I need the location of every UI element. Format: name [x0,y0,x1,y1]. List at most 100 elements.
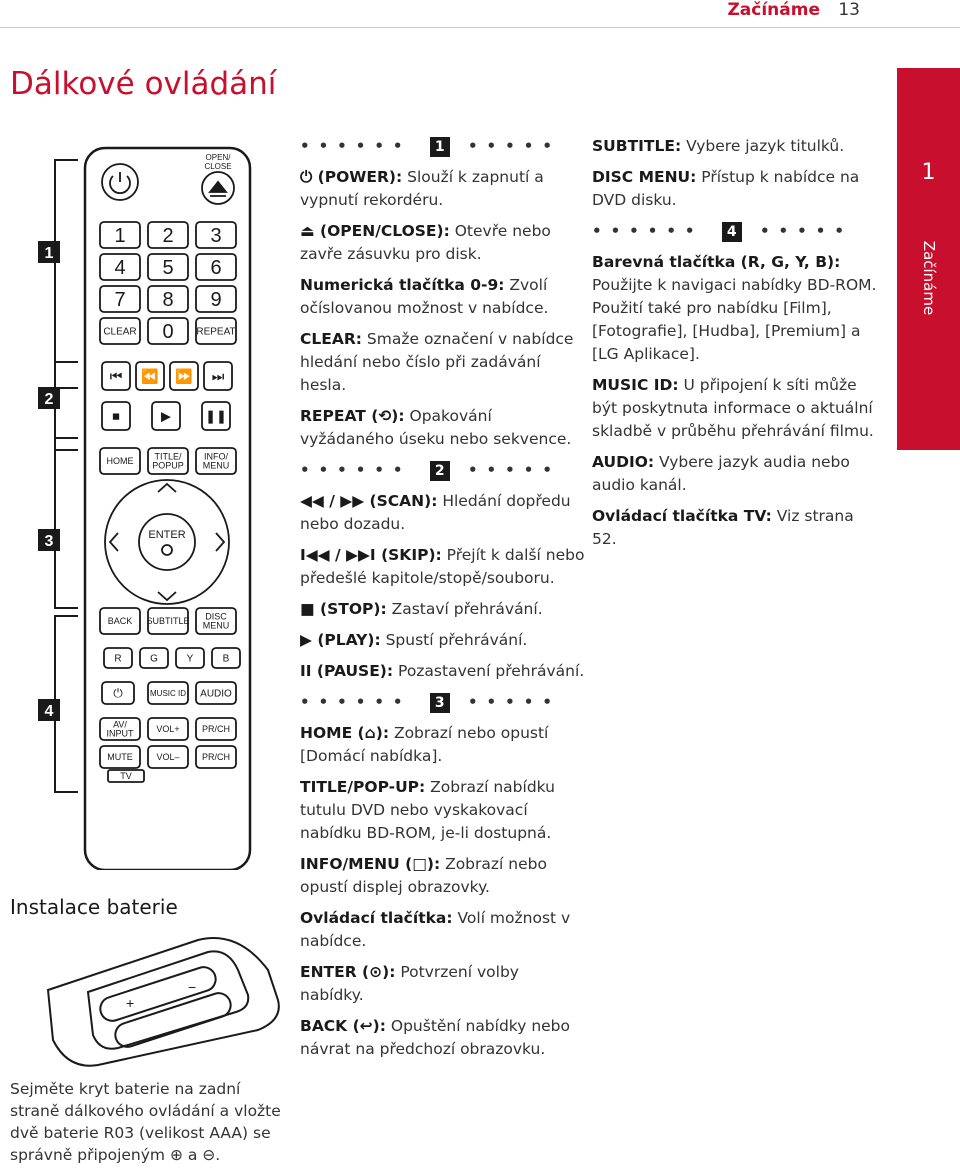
desc-item-desc: Hledání dopředu nebo dozadu. [300,492,571,533]
transport-button-label: ⏩ [175,368,192,385]
menu-button-label: SUBTITLE [146,616,189,626]
chapter-label: Začínáme [920,240,938,316]
desc-item: Ovládací tlačítka TV: Viz strana 52. [592,505,882,551]
numpad-button [99,285,141,313]
power-button [101,163,139,201]
numpad-button [147,317,189,345]
tv-button-label: PR/CH [202,724,230,734]
color-button [211,647,241,669]
tv-button-label: MUTE [107,752,133,762]
bracket-marker-label: 4 [45,703,54,720]
desc-item-term: REPEAT (⟲): [300,407,405,425]
page-title: Dálkové ovládání [10,66,277,102]
tv-button-label: VOL+ [156,724,179,734]
tv-button [99,745,141,769]
color-button [139,647,169,669]
open-close-label: CLOSE [204,162,231,171]
desc-item-term: ⏻ (POWER): [300,168,403,186]
desc-item-desc: Přejít k další nebo předešlé kapitole/st… [300,546,585,587]
transport-button [101,401,131,431]
menu-button [147,447,189,475]
header-divider [0,27,960,28]
transport-button-label: ▶ [161,409,171,424]
bracket-marker-label: 3 [45,533,54,550]
desc-item-term: Ovládací tlačítka TV: [592,507,772,525]
desc-item-desc: Zvolí očíslovanou možnost v nabídce. [300,276,549,317]
tv-label-label: TV [120,771,132,781]
header-section: Začínáme [727,0,820,20]
right-column: SUBTITLE: Vybere jazyk titulků.DISC MENU… [592,135,882,559]
battery-compartment [86,950,250,1050]
menu-button-label: MENU [203,461,230,471]
transport-button [101,361,131,391]
tv-button-label: INPUT [107,729,135,739]
audio-button-label: AUDIO [200,689,232,700]
tv-button [195,745,237,769]
transport-button [135,361,165,391]
desc-item-desc: Volí možnost v nabídce. [300,909,571,950]
numpad-button [147,285,189,313]
page-number: 13 [838,0,860,20]
desc-item-desc: Viz strana 52. [592,507,854,548]
transport-button [151,401,181,431]
section-number: 3 [429,692,450,713]
minus-sign: − [188,979,196,995]
desc-item-desc: Zobrazí nebo opustí [Domácí nabídka]. [300,724,549,765]
transport-button [203,361,233,391]
tv-button [147,745,189,769]
desc-item: Ovládací tlačítka: Volí možnost v nabídc… [300,907,585,953]
desc-item: MUSIC ID: U připojení k síti může být po… [592,374,882,443]
desc-item: INFO/MENU (□): Zobrazí nebo opustí displ… [300,853,585,899]
desc-item-desc: Použijte k navigaci nabídky BD-ROM. Použ… [592,276,877,363]
menu-button [99,447,141,475]
desc-item-term: TITLE/POP-UP: [300,778,426,796]
chapter-tab: 1 Začínáme [897,68,960,450]
menu-button [195,607,237,635]
enter-dot [161,544,173,556]
tv-button [147,717,189,741]
transport-button-label: ⏭ [212,368,225,384]
menu-button-label: HOME [107,456,134,466]
desc-item-term: CLEAR: [300,330,362,348]
tv-power-button [101,681,135,705]
bracket-marker [38,699,60,721]
desc-item-desc: Spustí přehrávání. [380,631,528,649]
desc-item-desc: Otevře nebo zavře zásuvku pro disk. [300,222,551,263]
chapter-number: 1 [921,160,936,185]
desc-item-term: Barevná tlačítka (R, G, Y, B): [592,253,841,271]
numpad-button [99,253,141,281]
desc-item: DISC MENU: Přístup k nabídce na DVD disk… [592,166,882,212]
bracket-marker-label: 2 [45,391,54,408]
desc-item-term: ENTER (⊙): [300,963,396,981]
section-marker: •••••• 2 ••••• [300,460,561,481]
menu-button-label: DISC [205,612,227,622]
menu-button-label: TITLE/ [154,452,182,462]
color-button-label: R [114,654,121,665]
section-number: 1 [429,136,450,157]
desc-item-term: INFO/MENU (□): [300,855,441,873]
middle-column: •••••• 1 •••••⏻ (POWER): Slouží k zapnut… [300,135,585,1069]
section-number: 2 [429,460,450,481]
color-button [175,647,205,669]
numpad-button-label: 1 [114,225,125,247]
desc-item-desc: Opuštění nabídky nebo návrat na předchoz… [300,1017,571,1058]
desc-item-term: ▶ (PLAY): [300,631,381,649]
desc-item-term: II (PAUSE): [300,662,394,680]
page-header: Začínáme 13 [0,0,960,28]
bracket-marker-label: 1 [45,245,54,262]
desc-item-desc: Potvrzení volby nabídky. [300,963,519,1004]
desc-item-term: Numerická tlačítka 0-9: [300,276,505,294]
desc-item: ■ (STOP): Zastaví přehrávání. [300,598,585,621]
open-close-button [201,171,235,205]
section-number: 4 [721,221,742,242]
desc-item-desc: Vybere jazyk audia nebo audio kanál. [592,453,850,494]
numpad-button [195,285,237,313]
music-id-button-label: MUSIC ID [150,689,186,698]
desc-item-term: Ovládací tlačítka: [300,909,453,927]
tv-button [99,717,141,741]
desc-item: ▶ (PLAY): Spustí přehrávání. [300,629,585,652]
battery-illustration: + − [46,937,280,1067]
open-close-label: OPEN/ [206,153,232,162]
enter-button [138,513,196,571]
tv-label [107,769,145,783]
